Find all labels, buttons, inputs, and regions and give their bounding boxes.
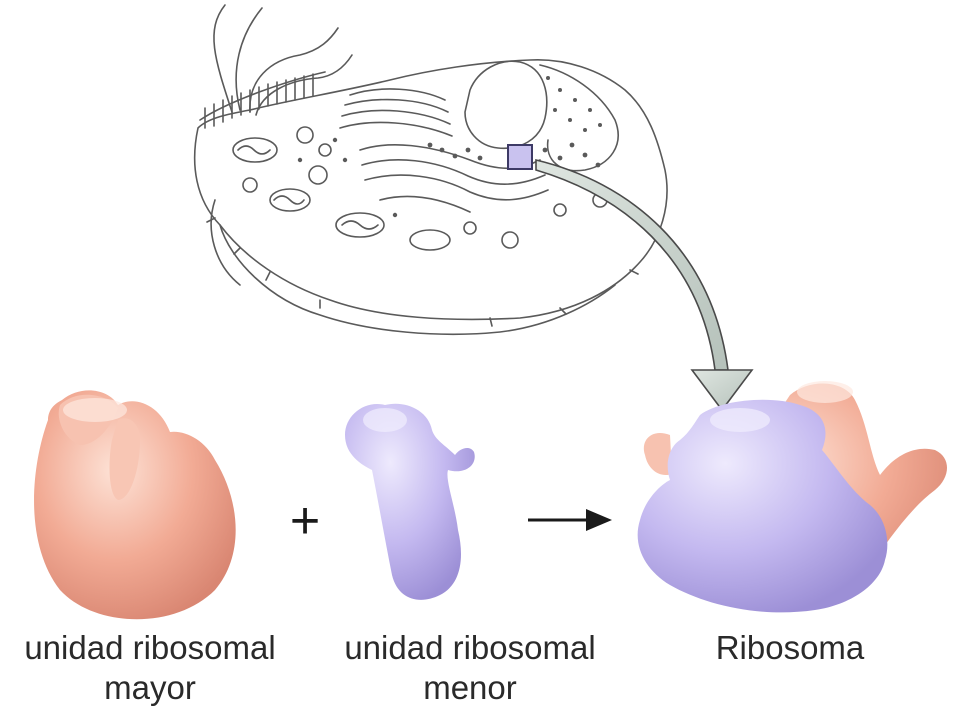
label-ribosome: Ribosoma xyxy=(660,628,920,668)
label-ribosome-text: Ribosoma xyxy=(715,629,865,666)
label-large-subunit-line1: unidad ribosomal xyxy=(24,629,276,666)
large-subunit-illustration xyxy=(34,390,236,620)
ribosome-illustration xyxy=(637,381,948,613)
label-large-subunit: unidad ribosomal mayor xyxy=(0,628,300,708)
reaction-arrow xyxy=(528,509,612,531)
golgi-apparatus xyxy=(339,88,453,137)
label-large-subunit-line2: mayor xyxy=(104,669,196,706)
ribosome-dots xyxy=(297,76,602,218)
cell-illustration xyxy=(193,4,668,336)
small-subunit-illustration xyxy=(345,403,475,600)
nucleus xyxy=(464,60,548,150)
label-small-subunit: unidad ribosomal menor xyxy=(320,628,620,708)
label-small-subunit-line1: unidad ribosomal xyxy=(344,629,596,666)
plus-sign: + xyxy=(290,492,320,550)
highlight-box xyxy=(507,144,533,170)
zoom-arrow xyxy=(535,158,754,412)
cell-membrane xyxy=(193,58,668,321)
label-small-subunit-line2: menor xyxy=(423,669,517,706)
microvilli xyxy=(199,71,326,129)
